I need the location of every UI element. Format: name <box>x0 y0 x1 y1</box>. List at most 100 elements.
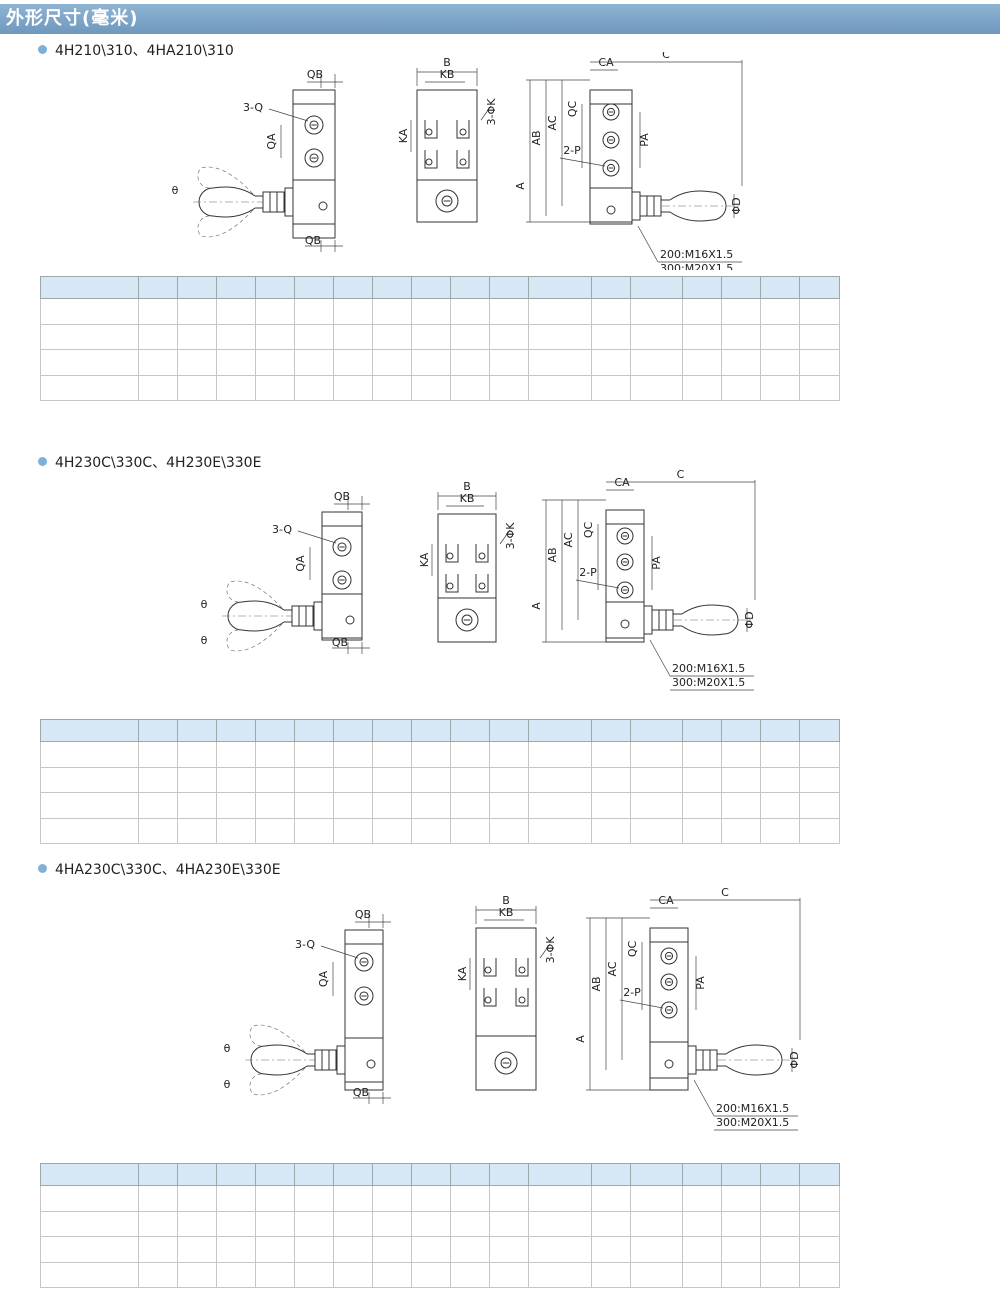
value-cell <box>591 792 631 819</box>
value-cell <box>177 1236 217 1263</box>
value-cell <box>721 1236 761 1263</box>
value-cell <box>372 1261 412 1288</box>
mount-hole <box>478 552 486 560</box>
value-cell <box>411 741 451 768</box>
slot-outline <box>445 544 459 563</box>
handle-nut <box>687 1045 697 1075</box>
handle-ghost <box>226 580 283 609</box>
table-row <box>40 1236 840 1263</box>
value-cell <box>760 1261 800 1288</box>
column-header <box>450 276 490 299</box>
dimension-label: QC <box>626 941 639 958</box>
value-cell <box>721 349 761 376</box>
model-cell <box>40 792 139 819</box>
slot-outline <box>424 120 438 139</box>
port-inner <box>309 153 319 163</box>
table-row <box>40 1210 840 1237</box>
value-cell <box>138 817 178 844</box>
value-cell <box>333 298 373 325</box>
value-cell <box>294 1210 334 1237</box>
screw-circle <box>345 615 355 625</box>
value-cell <box>450 374 490 401</box>
valve-side-body <box>416 89 478 223</box>
column-header <box>294 276 334 299</box>
column-header <box>630 719 683 742</box>
mount-hole <box>484 966 492 974</box>
slot-outline <box>445 574 459 593</box>
value-cell <box>682 741 722 768</box>
dimension-label: θ <box>201 634 208 647</box>
handle-knurl <box>291 605 300 627</box>
dimension-label: QC <box>582 522 595 539</box>
handle-knurl <box>276 191 285 213</box>
value-cell <box>450 817 490 844</box>
dimension-label: ΦD <box>730 197 743 214</box>
handle-knurl <box>321 1049 330 1071</box>
dimension-line <box>480 105 492 121</box>
dimension-line <box>619 999 664 1009</box>
value-cell <box>528 349 592 376</box>
value-cell <box>721 374 761 401</box>
dimension-drawing-svg: QB3-QQAθθQBBKB3-ΦKKACACAABACQC2-PPAΦD200… <box>224 888 801 1131</box>
value-cell <box>528 792 592 819</box>
dimension-label: CA <box>614 476 630 489</box>
dimension-label: QB <box>305 234 321 247</box>
value-cell <box>372 1236 412 1263</box>
value-cell <box>489 741 529 768</box>
port-circle <box>602 103 620 121</box>
model-cell <box>40 1261 139 1288</box>
value-cell <box>528 817 592 844</box>
dimension-label: AC <box>606 961 619 976</box>
value-cell <box>177 374 217 401</box>
value-cell <box>682 298 722 325</box>
column-header <box>138 1163 178 1186</box>
column-header <box>177 1163 217 1186</box>
value-cell <box>177 349 217 376</box>
value-cell <box>528 1185 592 1212</box>
slot-outline <box>515 958 529 977</box>
handle-nut <box>631 191 641 221</box>
mount-hole <box>518 966 526 974</box>
value-cell <box>682 374 722 401</box>
table-header-row <box>40 1163 840 1186</box>
dimension-label: 300:M20X1.5 <box>716 1116 789 1129</box>
handle-ghost <box>197 166 254 195</box>
handle-nut <box>284 187 294 217</box>
mount-hole <box>446 552 454 560</box>
handle-nut <box>336 1045 346 1075</box>
value-cell <box>591 817 631 844</box>
screw-circle <box>366 1059 376 1069</box>
table-row <box>40 374 840 401</box>
value-cell <box>138 792 178 819</box>
value-cell <box>489 766 529 793</box>
dimension-label: 300:M20X1.5 <box>672 676 745 689</box>
dimension-label: AB <box>546 547 559 562</box>
section-subtitle: 4H210\310、4HA210\310 <box>55 43 234 59</box>
value-cell <box>630 1261 683 1288</box>
actuator-block <box>292 179 336 225</box>
column-header <box>799 1163 840 1186</box>
value-cell <box>682 1261 722 1288</box>
port-inner <box>337 542 347 552</box>
column-header <box>411 276 451 299</box>
mount-hole <box>518 996 526 1004</box>
dimension-label: CA <box>598 56 614 69</box>
dimension-label: PA <box>638 133 651 147</box>
value-cell <box>682 1185 722 1212</box>
port-circle <box>494 1051 518 1075</box>
value-cell <box>177 298 217 325</box>
value-cell <box>528 1210 592 1237</box>
value-cell <box>411 1236 451 1263</box>
column-header <box>333 276 373 299</box>
value-cell <box>411 792 451 819</box>
column-header <box>630 1163 683 1186</box>
column-header <box>255 276 295 299</box>
value-cell <box>721 323 761 350</box>
dimension-line <box>539 943 551 959</box>
value-cell <box>255 1236 295 1263</box>
spec-table <box>40 719 840 844</box>
value-cell <box>333 323 373 350</box>
section-subtitle: 4H230C\330C、4H230E\330E <box>55 455 262 471</box>
column-header <box>372 719 412 742</box>
